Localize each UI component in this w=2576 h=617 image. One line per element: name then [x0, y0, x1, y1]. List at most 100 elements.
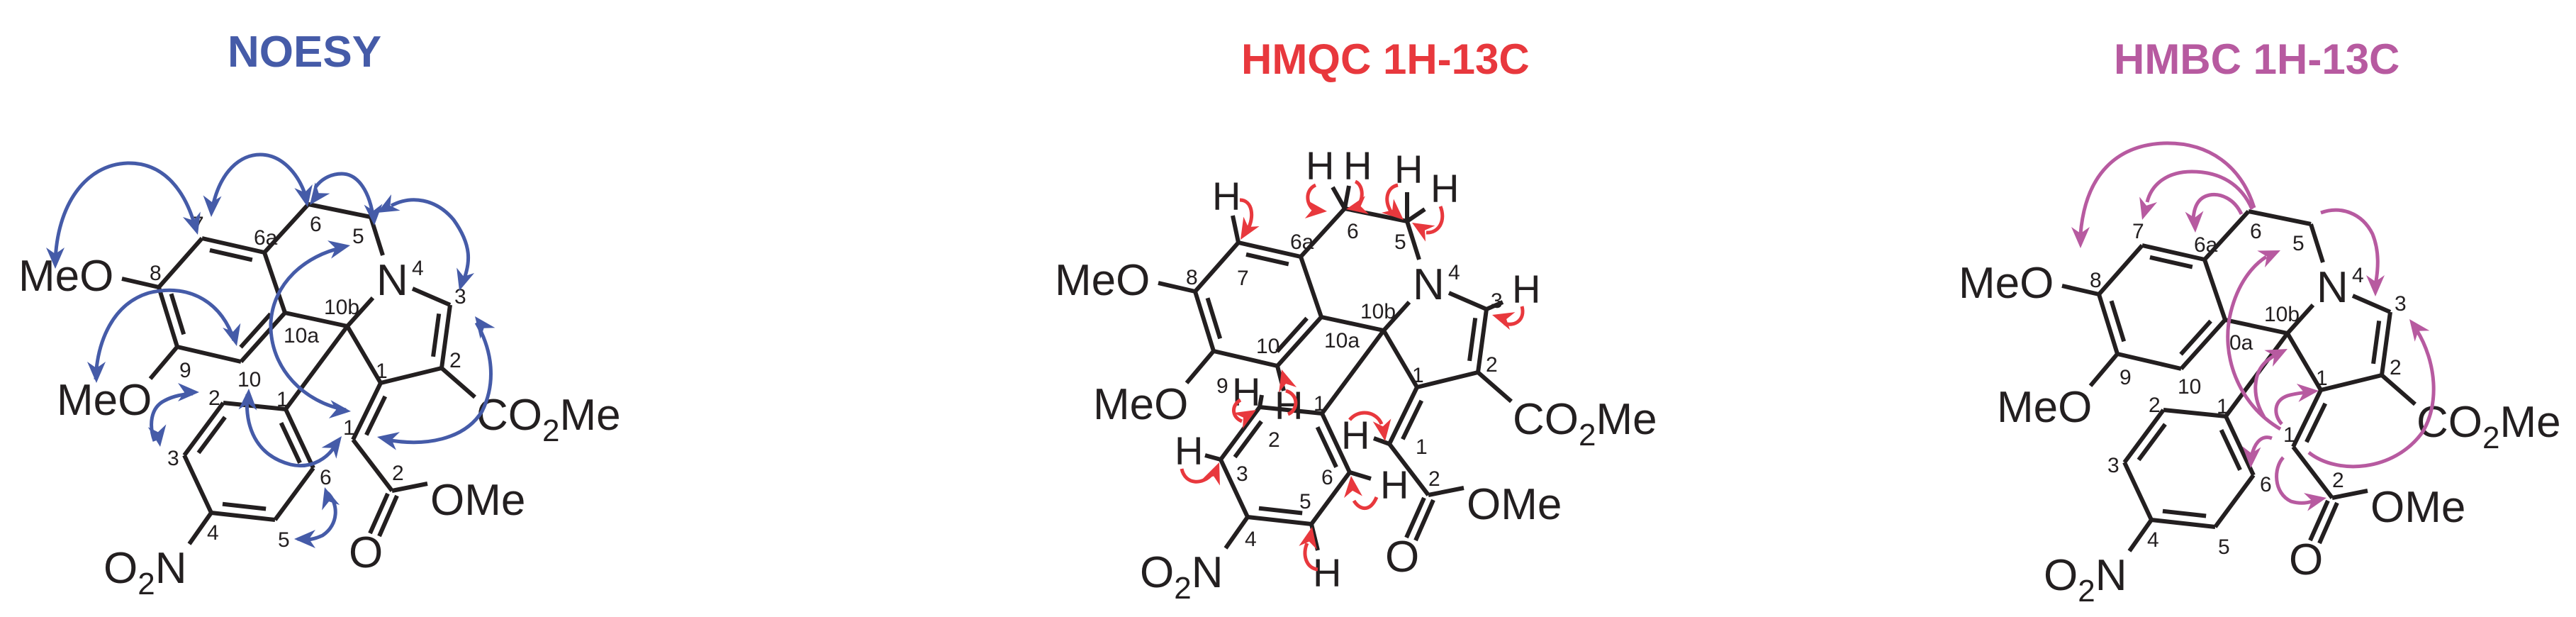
bond-ring-aryl: [2122, 461, 2154, 521]
bond: [345, 325, 383, 384]
bond: [411, 287, 452, 307]
arrowhead-icon: [1299, 527, 1317, 550]
hmbc-arrow-h5-c3: [2320, 208, 2380, 286]
hydrogen-h6b: H: [1343, 143, 1372, 188]
bond-ring-a: [2179, 318, 2227, 371]
locant-ar1: 1: [2217, 395, 2229, 418]
double-bond: [431, 313, 442, 357]
arrowhead-icon: [178, 383, 199, 401]
double-bond: [196, 416, 227, 455]
arrowhead-icon: [457, 267, 475, 291]
arrowhead-icon: [328, 400, 351, 418]
bond: [368, 492, 390, 535]
locant-n4: 4: [1448, 261, 1460, 284]
bond-ring-a: [2141, 243, 2205, 262]
bond-ring-a: [262, 252, 287, 313]
double-bond: [1205, 297, 1223, 340]
locant-6: 6: [2250, 220, 2262, 243]
hmqc-arrow-c6-aryl: [1352, 496, 1379, 511]
bond: [1447, 291, 1488, 311]
locant-5: 5: [1394, 230, 1406, 254]
locant-3: 3: [454, 285, 466, 308]
bond: [1349, 470, 1372, 481]
arrowhead-icon: [1344, 476, 1362, 499]
arrowhead-icon: [1492, 312, 1516, 330]
arrowhead-icon: [327, 240, 350, 259]
bond: [1204, 453, 1221, 462]
hydrogen-h5b: H: [1430, 166, 1459, 211]
bond: [2331, 489, 2368, 500]
bond-ring-aryl: [1320, 412, 1352, 474]
locant-n4: 4: [412, 257, 424, 280]
bond: [1382, 300, 1411, 333]
bond: [1405, 221, 1421, 260]
bond-ring-aryl: [1259, 405, 1323, 416]
double-bond: [2305, 402, 2328, 443]
double-bond: [1258, 506, 1303, 516]
methoxy-group-ester: OMe: [2370, 483, 2465, 532]
bond-ring-aryl: [2163, 408, 2227, 418]
double-bond: [1245, 252, 1289, 267]
bond: [187, 511, 213, 545]
locant-8: 8: [2090, 269, 2102, 292]
bond: [380, 366, 442, 385]
bond: [2351, 294, 2392, 314]
bond: [262, 202, 310, 255]
noesy-arrow-h5-hexo1: [269, 245, 347, 412]
hydrogen-h3-aryl: H: [1175, 428, 1203, 473]
nitro-group: O2N: [2044, 551, 2127, 608]
locant-ar3: 3: [2107, 454, 2119, 477]
bond: [2317, 501, 2339, 545]
hydrogen-h6a: H: [1306, 143, 1334, 188]
bond: [1185, 350, 1216, 384]
double-bond: [1315, 426, 1338, 468]
bond: [1413, 499, 1435, 542]
nitrogen-atom-n4: N: [2317, 263, 2348, 312]
methoxy-group-8: MeO: [18, 252, 113, 301]
arrowhead-icon: [87, 362, 106, 383]
arrowhead-icon: [2242, 446, 2261, 468]
noesy-arrow-h7-h6: [210, 152, 309, 211]
nitro-group: O2N: [1140, 548, 1223, 606]
bond: [1223, 516, 1250, 550]
hmbc-arrow-hexo1-c2-ester: [2275, 456, 2313, 505]
arrowhead-icon: [377, 194, 401, 213]
bond-ring-aryl: [211, 511, 276, 522]
bond-ring-aryl: [2122, 408, 2166, 464]
bond: [1321, 315, 1384, 333]
locant-2: 2: [1486, 353, 1498, 377]
arrowhead-icon: [1381, 199, 1404, 220]
bond-ring-aryl: [1309, 471, 1352, 526]
bond: [2088, 352, 2119, 387]
bond: [2380, 373, 2417, 406]
locant-ar4: 4: [1245, 528, 1257, 551]
locant-exo2: 2: [2332, 469, 2344, 492]
arrowhead-icon: [1304, 200, 1327, 218]
hydrogen-h10: H: [1275, 383, 1303, 428]
hydrogen-h3: H: [1512, 267, 1540, 311]
bond: [284, 325, 349, 411]
bond: [1416, 370, 1479, 389]
locant-exo2: 2: [1428, 467, 1440, 491]
bond-ring-a: [1193, 291, 1216, 352]
methoxy-group-8: MeO: [1055, 256, 1150, 305]
bond: [2224, 318, 2288, 335]
locant-ar1: 1: [276, 388, 289, 411]
hydrogen-h6-aryl: H: [1380, 462, 1409, 507]
locant-exo1: 1: [2283, 423, 2295, 447]
arrowhead-icon: [46, 248, 65, 269]
carbonyl-oxygen: O: [1385, 533, 1419, 582]
bond-ring-a: [1299, 256, 1323, 318]
bond: [1331, 186, 1347, 210]
bond-ring-a: [2202, 259, 2227, 321]
locant-9: 9: [2119, 366, 2132, 389]
bond: [1343, 185, 1351, 209]
locant-ar6: 6: [1321, 466, 1333, 489]
bond: [2380, 311, 2392, 376]
noesy-arrow-meo8-h7: [53, 161, 198, 263]
arrowhead-icon: [2264, 349, 2287, 367]
ester-group-co2me: CO2Me: [2417, 398, 2561, 455]
double-bond: [2162, 508, 2207, 518]
locant-7: 7: [1237, 267, 1249, 290]
